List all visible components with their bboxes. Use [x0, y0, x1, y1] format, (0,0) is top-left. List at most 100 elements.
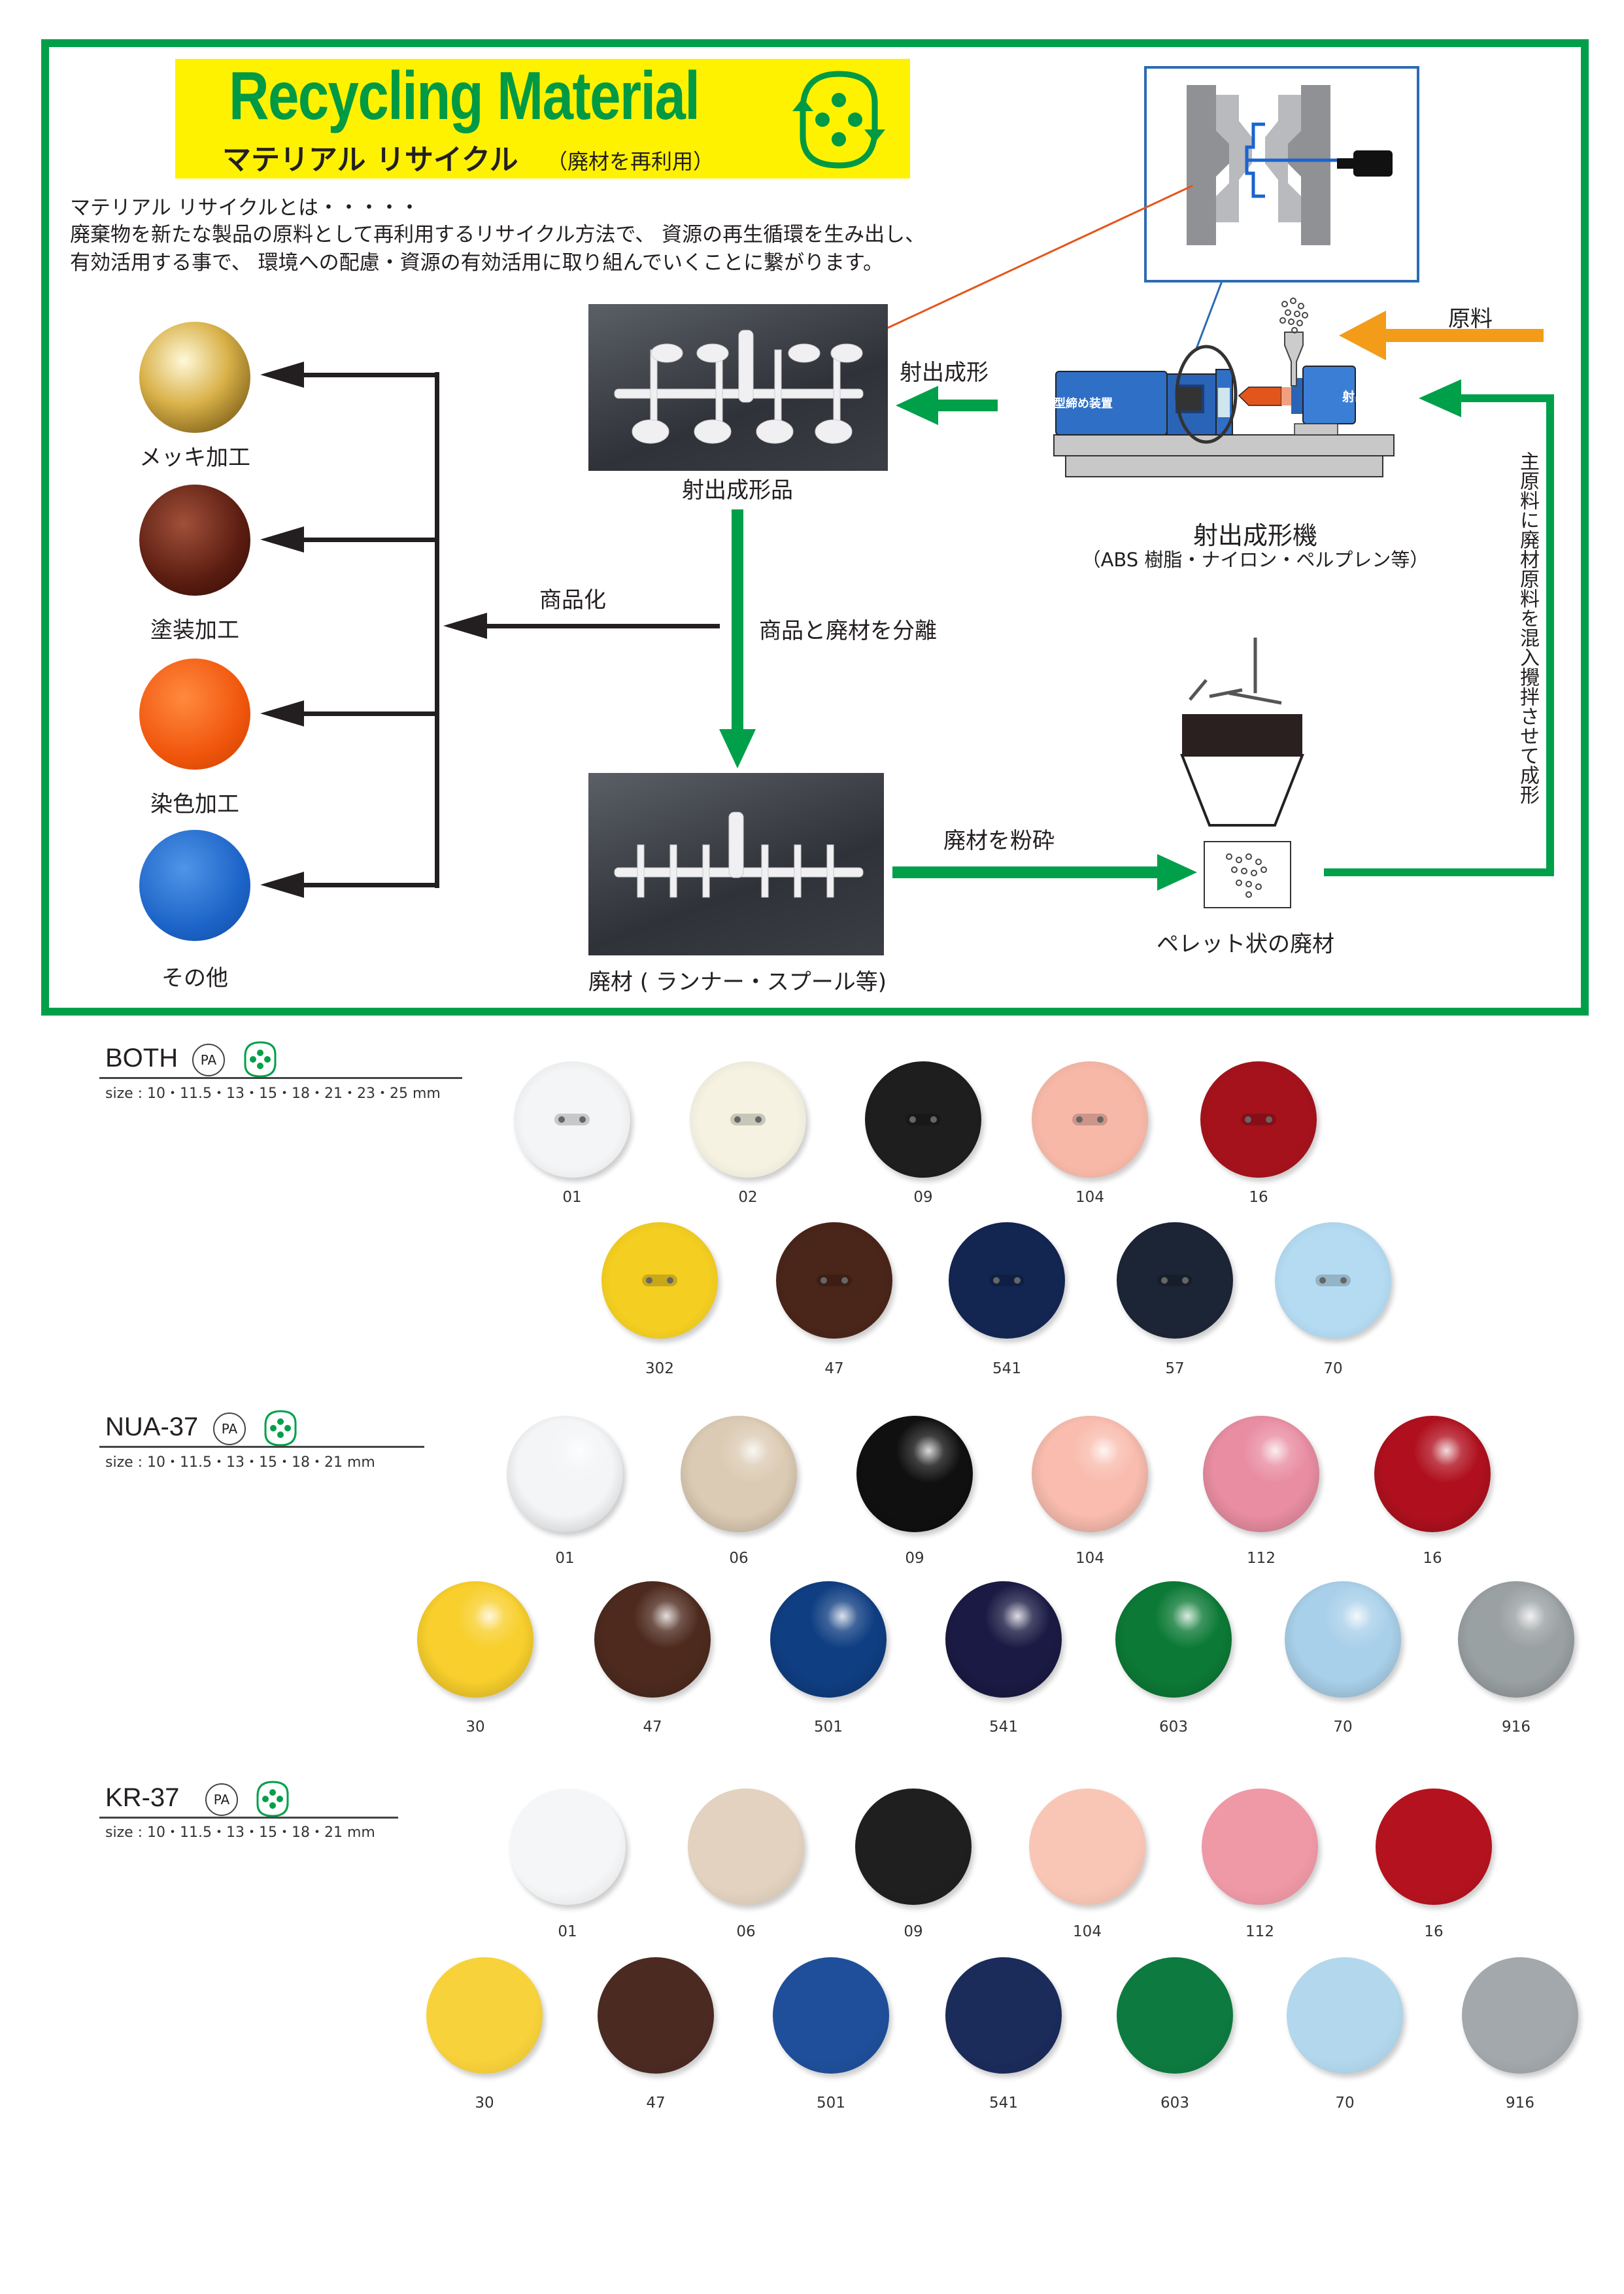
finish-label: 塗装加工 — [150, 617, 239, 643]
color-code-label: 501 — [817, 2095, 845, 2112]
series-name: BOTH — [105, 1044, 178, 1072]
crush-label: 廃材を粉砕 — [943, 828, 1055, 854]
button-holes-icon — [1072, 1114, 1108, 1125]
material-badge: PA — [205, 1783, 238, 1816]
series-size: size : 10・11.5・13・15・18・21・23・25 mm — [105, 1086, 441, 1102]
color-code-label: 501 — [814, 1719, 843, 1736]
color-swatch-button[interactable] — [865, 1061, 981, 1178]
color-swatch-button[interactable] — [1203, 1416, 1319, 1532]
molded-product-photo — [588, 304, 888, 471]
color-swatch-button[interactable] — [509, 1789, 626, 1905]
recycle-icon — [251, 1779, 294, 1819]
machine-title: 射出成形機 — [1193, 521, 1318, 550]
scrap-label: 廃材 ( ランナー・スプール等) — [588, 969, 887, 995]
color-code-label: 30 — [465, 1719, 485, 1736]
finish-label: 染色加工 — [150, 791, 239, 817]
color-swatch-button[interactable] — [1029, 1789, 1145, 1905]
molded-product-label: 射出成形品 — [682, 477, 793, 504]
color-code-label: 02 — [738, 1189, 758, 1206]
other-button-image — [139, 830, 250, 941]
series-divider — [99, 1077, 462, 1079]
description-line: マテリアル リサイクルとは・・・・・ — [70, 196, 420, 220]
color-swatch-button[interactable] — [856, 1416, 973, 1532]
series-divider — [99, 1446, 424, 1448]
color-code-label: 01 — [555, 1550, 575, 1567]
color-swatch-button[interactable] — [855, 1789, 972, 1905]
color-swatch-button[interactable] — [1032, 1061, 1148, 1178]
color-swatch-button[interactable] — [1462, 1957, 1578, 2074]
description-line: 廃棄物を新たな製品の原料として再利用するリサイクル方法で、 資源の再生循環を生み… — [70, 223, 926, 247]
color-code-label: 70 — [1323, 1360, 1343, 1377]
color-swatch-button[interactable] — [1117, 1957, 1233, 2074]
color-code-label: 57 — [1165, 1360, 1185, 1377]
color-swatch-button[interactable] — [1374, 1416, 1491, 1532]
recycle-logo-icon — [792, 71, 885, 169]
material-badge: PA — [213, 1412, 246, 1445]
clamp-unit-label: 型締め装置 — [1054, 397, 1113, 411]
crusher-icon — [1180, 638, 1304, 908]
color-code-label: 16 — [1249, 1189, 1268, 1206]
color-swatch-button[interactable] — [601, 1222, 718, 1339]
button-holes-icon — [730, 1114, 766, 1125]
color-swatch-button[interactable] — [681, 1416, 797, 1532]
color-code-label: 09 — [905, 1550, 924, 1567]
color-code-label: 16 — [1423, 1550, 1442, 1567]
button-holes-icon — [1241, 1114, 1276, 1125]
series-size: size : 10・11.5・13・15・18・21 mm — [105, 1824, 375, 1841]
color-swatch-button[interactable] — [1200, 1061, 1317, 1178]
color-swatch-button[interactable] — [514, 1061, 630, 1178]
color-swatch-button[interactable] — [776, 1222, 892, 1339]
color-code-label: 30 — [475, 2095, 494, 2112]
color-swatch-button[interactable] — [598, 1957, 714, 2074]
color-code-label: 104 — [1075, 1189, 1104, 1206]
painted-button-image — [139, 485, 250, 596]
button-holes-icon — [554, 1114, 590, 1125]
series-name: KR-37 — [105, 1783, 180, 1812]
color-swatch-button[interactable] — [1275, 1222, 1391, 1339]
color-swatch-button[interactable] — [773, 1957, 889, 2074]
color-code-label: 47 — [646, 2095, 666, 2112]
recycle-icon — [239, 1040, 282, 1079]
mold-detail-diagram — [1144, 66, 1419, 282]
color-code-label: 603 — [1160, 2095, 1189, 2112]
injection-molding-label: 射出成形 — [900, 360, 989, 386]
color-code-label: 104 — [1073, 1923, 1102, 1940]
color-swatch-button[interactable] — [417, 1581, 533, 1698]
color-code-label: 06 — [736, 1923, 756, 1940]
machine-subtitle: （ABS 樹脂・ナイロン・ペルプレン等） — [1081, 549, 1429, 571]
title-banner — [175, 59, 910, 179]
dyed-button-image — [139, 659, 250, 770]
process-flow-graphics — [260, 66, 1554, 908]
color-swatch-button[interactable] — [1287, 1957, 1403, 2074]
color-code-label: 47 — [824, 1360, 844, 1377]
color-swatch-button[interactable] — [1117, 1222, 1233, 1339]
color-swatch-button[interactable] — [594, 1581, 711, 1698]
process-diagram-frame — [41, 39, 1589, 1016]
color-swatch-button[interactable] — [1376, 1789, 1492, 1905]
color-swatch-button[interactable] — [1202, 1789, 1318, 1905]
color-code-label: 916 — [1506, 2095, 1534, 2112]
separate-label: 商品と廃材を分離 — [759, 618, 937, 644]
color-code-label: 541 — [989, 2095, 1018, 2112]
color-swatch-button[interactable] — [770, 1581, 887, 1698]
color-swatch-button[interactable] — [507, 1416, 623, 1532]
raw-material-label: 原料 — [1448, 306, 1493, 332]
color-swatch-button[interactable] — [688, 1789, 804, 1905]
color-swatch-button[interactable] — [1032, 1416, 1148, 1532]
plated-button-image — [139, 322, 250, 433]
scrap-runner-photo — [588, 773, 884, 955]
color-swatch-button[interactable] — [1115, 1581, 1232, 1698]
injection-molding-machine — [1053, 298, 1395, 477]
finish-label: メッキ加工 — [139, 445, 250, 471]
color-swatch-button[interactable] — [1458, 1581, 1574, 1698]
finish-label: その他 — [161, 965, 228, 991]
color-swatch-button[interactable] — [690, 1061, 806, 1178]
button-holes-icon — [1157, 1275, 1193, 1286]
color-swatch-button[interactable] — [945, 1581, 1062, 1698]
button-holes-icon — [817, 1275, 852, 1286]
color-swatch-button[interactable] — [945, 1957, 1062, 2074]
title-subtitle: （廃材を再利用） — [547, 149, 715, 174]
color-swatch-button[interactable] — [426, 1957, 543, 2074]
color-swatch-button[interactable] — [1285, 1581, 1401, 1698]
color-swatch-button[interactable] — [949, 1222, 1065, 1339]
